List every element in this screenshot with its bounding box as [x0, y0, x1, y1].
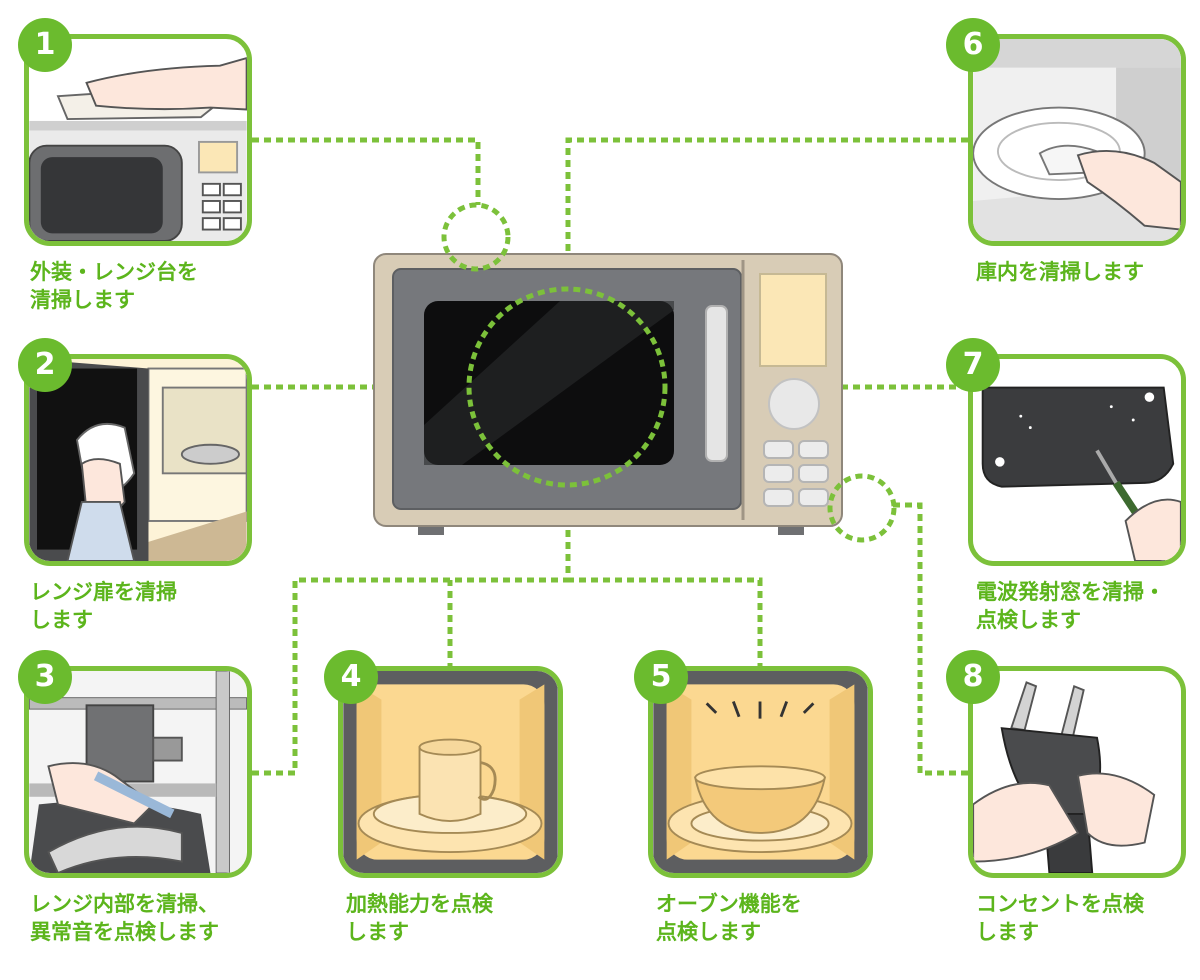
step-5-panel [648, 666, 873, 878]
step-2-caption: レンジ扉を清掃 します [30, 580, 177, 632]
step-3-caption: レンジ内部を清掃、 異常音を点検します [30, 892, 219, 944]
step-3-number: 3 [18, 650, 72, 704]
connector-1 [252, 137, 481, 205]
step-1-caption: 外装・レンジ台を 清掃します [30, 260, 198, 312]
step-8-panel [968, 666, 1186, 878]
step-7-caption: 電波発射窓を清掃・ 点検します [976, 580, 1165, 632]
microwave-icon [373, 253, 843, 535]
step-4-panel [338, 666, 563, 878]
step-2-panel [24, 354, 252, 566]
vacuum-icon [29, 671, 247, 873]
plug-icon [973, 671, 1181, 873]
plate-icon [973, 39, 1181, 241]
step-7-number: 7 [946, 338, 1000, 392]
focus-circle-top [441, 202, 511, 272]
hand-wiping-icon [29, 56, 247, 241]
step-4-number: 4 [324, 650, 378, 704]
step-4-caption: 加熱能力を点検 します [346, 892, 493, 944]
connector-8 [892, 502, 968, 776]
step-6-panel [968, 34, 1186, 246]
step-6-number: 6 [946, 18, 1000, 72]
connector-6 [565, 137, 968, 290]
step-7-panel [968, 354, 1186, 566]
step-5-caption: オーブン機能を 点検します [656, 892, 802, 944]
screwdriver-icon [973, 359, 1181, 561]
cup-icon [343, 671, 558, 873]
step-8-caption: コンセントを点検 します [976, 892, 1144, 944]
step-8-number: 8 [946, 650, 1000, 704]
step-1-number: 1 [18, 18, 72, 72]
focus-circle-window [466, 286, 668, 488]
focus-circle-plug [827, 473, 897, 543]
step-3-panel [24, 666, 252, 878]
connector-3 [252, 490, 571, 776]
connector-5 [568, 577, 763, 670]
step-1-panel [24, 34, 252, 246]
step-6-caption: 庫内を清掃します [976, 260, 1144, 284]
hand-wiping-icon [29, 359, 247, 561]
step-5-number: 5 [634, 650, 688, 704]
step-2-number: 2 [18, 338, 72, 392]
bowl-icon [653, 671, 868, 873]
